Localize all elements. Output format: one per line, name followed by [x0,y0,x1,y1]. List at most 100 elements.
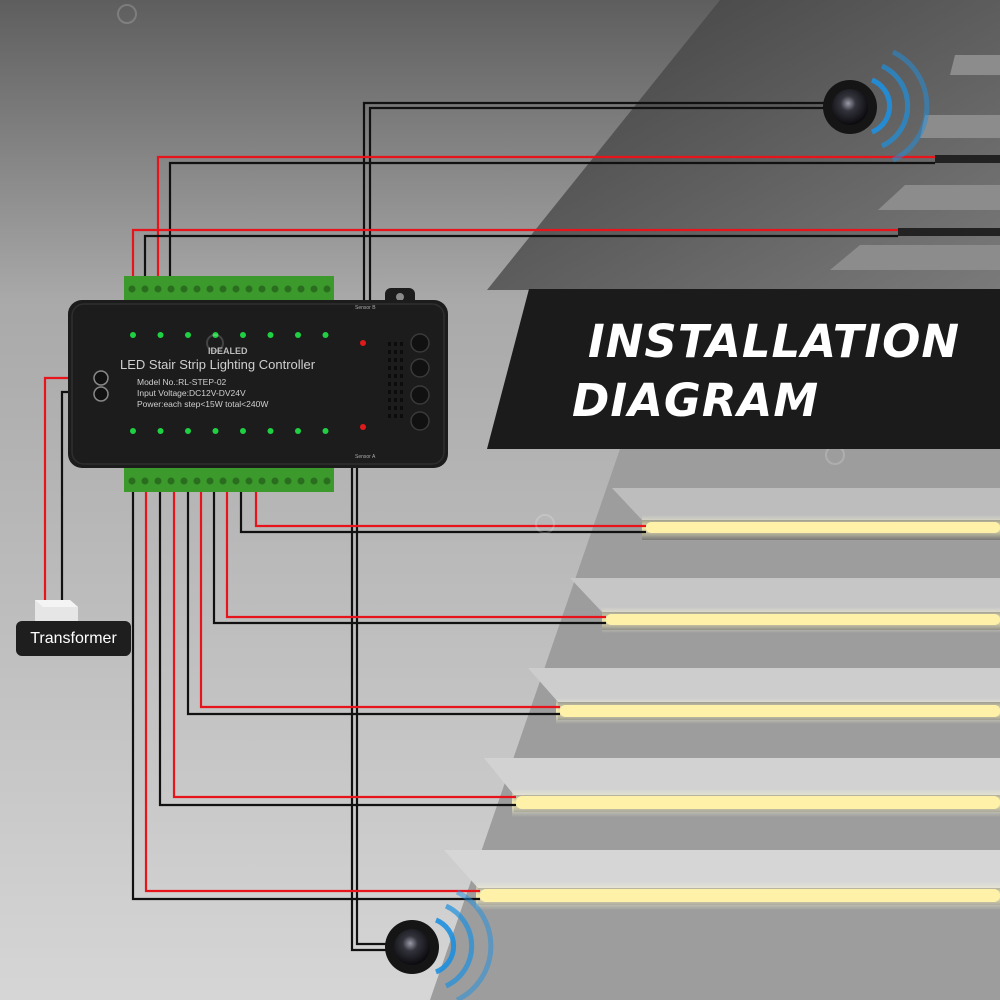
vent-slot [400,390,403,394]
controller-power: Power:each step<15W total<240W [137,399,269,409]
upper-staircase [487,0,1000,290]
control-buttons [410,333,430,431]
status-led-b [360,340,366,346]
vent-slot [394,350,397,354]
terminal-screw [206,285,214,293]
terminal-screw [297,477,305,485]
terminal-screw [219,285,227,293]
controller-name: LED Stair Strip Lighting Controller [120,357,316,372]
wiring [43,101,935,952]
terminal-screw [297,285,305,293]
vent-slot [394,342,397,346]
terminal-screw [154,285,162,293]
channel-led [157,332,164,338]
vent-slot [394,374,397,378]
terminal-screw [284,477,292,485]
controller-model: Model No.:RL-STEP-02 [137,377,227,387]
vent-slot [388,350,391,354]
title-panel [487,289,1000,449]
channel-led [295,332,301,338]
vent-slot [388,366,391,370]
vent-slot [388,382,391,386]
vent-slot [394,398,397,402]
led-strip-5 [480,889,1000,902]
terminal-screw [141,285,149,293]
channel-led [185,332,191,338]
channel-led [295,428,301,434]
terminal-screw [141,477,149,485]
vent-slot [400,414,403,418]
terminal-screw [128,285,136,293]
led-strip-3 [560,705,1000,717]
controller-brand: IDEALED [208,346,248,356]
vent-slot [394,390,397,394]
vent-slot [400,382,403,386]
controller-voltage: Input Voltage:DC12V-DV24V [137,388,246,398]
terminal-screw [310,285,318,293]
status-led-a [360,424,366,430]
transformer-box [35,600,78,625]
terminal-screw [154,477,162,485]
vent-slot [400,374,403,378]
terminal-screw [167,285,175,293]
led-strip-2 [606,614,1000,625]
vent-slot [388,358,391,362]
led-strip-1 [646,522,1000,533]
terminal-screw [219,477,227,485]
terminal-screw [167,477,175,485]
bottom-pir-sensor-icon [385,889,494,1000]
vent-slot [394,366,397,370]
power-terminal-positive [93,370,109,386]
control-button-4 [410,411,430,431]
channel-led [212,428,219,434]
sensor-b-label: Sensor B [355,305,376,311]
upper-steps [830,55,1000,270]
control-button-3 [410,385,430,405]
channel-led [130,428,136,434]
terminal-screw [232,477,240,485]
terminal-screw [284,285,292,293]
vent-slot [400,350,403,354]
diagram-title-line-2: DIAGRAM [572,374,820,427]
channel-led [240,332,246,338]
terminal-screw [271,477,279,485]
terminal-screw [310,477,318,485]
vent-slot [388,406,391,410]
vent-slot [394,406,397,410]
vent-slot [388,374,391,378]
terminal-screw [245,285,253,293]
diagram-title-line-1: INSTALLATION [588,315,961,368]
channel-led [267,428,274,434]
led-strip-4 [516,796,1000,809]
channel-led [267,332,274,338]
terminal-screw [180,285,188,293]
terminal-screw [323,285,331,293]
terminal-screw [128,477,136,485]
terminal-screw [245,477,253,485]
channel-led [322,332,329,338]
terminal-screw [232,285,240,293]
vent-slot [388,398,391,402]
stair-lighting-controller [68,276,448,492]
terminal-screw [271,285,279,293]
channel-led [130,332,136,338]
channel-led [212,332,219,338]
control-button-1 [410,333,430,353]
power-terminal-negative [93,386,109,402]
control-button-2 [410,358,430,378]
vent-slot [400,342,403,346]
terminal-screw [180,477,188,485]
vent-slot [394,358,397,362]
vent-slot [388,414,391,418]
channel-led [185,428,191,434]
terminal-screw [193,285,201,293]
vent-slot [394,414,397,418]
terminal-screw [323,477,331,485]
vent-slot [400,358,403,362]
channel-led [322,428,329,434]
vent-slot [388,390,391,394]
terminal-screw [193,477,201,485]
vent-slot [400,366,403,370]
led-strips [476,155,1000,910]
